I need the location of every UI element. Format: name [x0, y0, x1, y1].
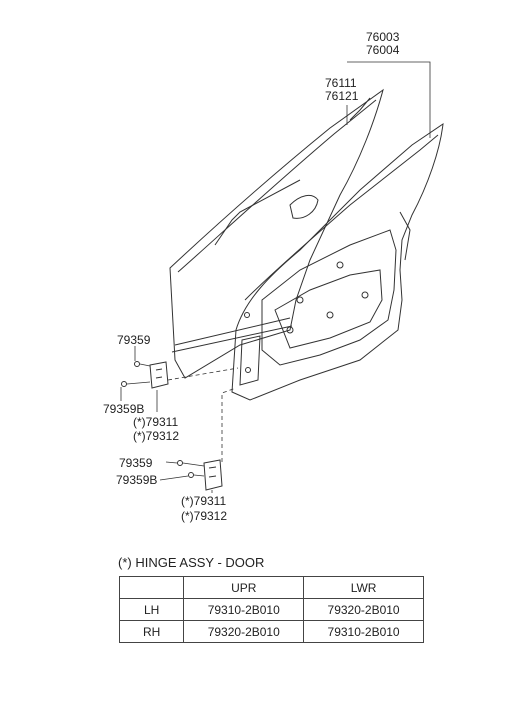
label-79311-lower: (*)79311: [181, 494, 226, 508]
table-header-corner: [118, 576, 185, 599]
table-header-upr: UPR: [183, 576, 305, 599]
leader-76003: [347, 61, 431, 138]
table-cell-side: RH: [118, 620, 185, 643]
assembly-line-upper: [167, 367, 239, 381]
label-79311-upper: (*)79311: [133, 415, 178, 429]
table-cell-lwr: 79310-2B010: [303, 620, 424, 643]
leader-79359-lower: [165, 461, 178, 464]
table-row: LH 79310-2B010 79320-2B010: [118, 598, 424, 621]
upper-hinge: [121, 361, 169, 389]
table-cell-side: LH: [118, 598, 185, 621]
label-76121: 76121: [325, 89, 359, 103]
table-cell-upr: 79310-2B010: [183, 598, 305, 621]
table-header-row: UPR LWR: [118, 576, 424, 599]
label-79359b-upper: 79359B: [103, 402, 144, 416]
table-cell-lwr: 79320-2B010: [303, 598, 424, 621]
table-row: RH 79320-2B010 79310-2B010: [118, 620, 424, 643]
table-header-lwr: LWR: [303, 576, 424, 599]
label-76111: 76111: [325, 76, 357, 90]
lower-hinge: [177, 459, 223, 491]
assembly-line-lower: [221, 387, 237, 462]
outer-door-panel: [169, 88, 384, 379]
label-79359b-lower: 79359B: [116, 473, 157, 487]
label-79312-lower: (*)79312: [181, 509, 227, 523]
hinge-table-title: (*) HINGE ASSY - DOOR: [118, 555, 265, 570]
label-79312-upper: (*)79312: [133, 429, 179, 443]
leader-79359b-lower: [159, 475, 189, 481]
label-76003: 76003: [366, 30, 400, 44]
table-cell-upr: 79320-2B010: [183, 620, 305, 643]
label-79359-upper: 79359: [117, 333, 151, 347]
inner-door-frame: [231, 122, 444, 401]
label-79359-lower: 79359: [119, 456, 153, 470]
hinge-assy-table: UPR LWR LH 79310-2B010 79320-2B010 RH 79…: [118, 576, 424, 643]
label-76004: 76004: [366, 43, 400, 57]
